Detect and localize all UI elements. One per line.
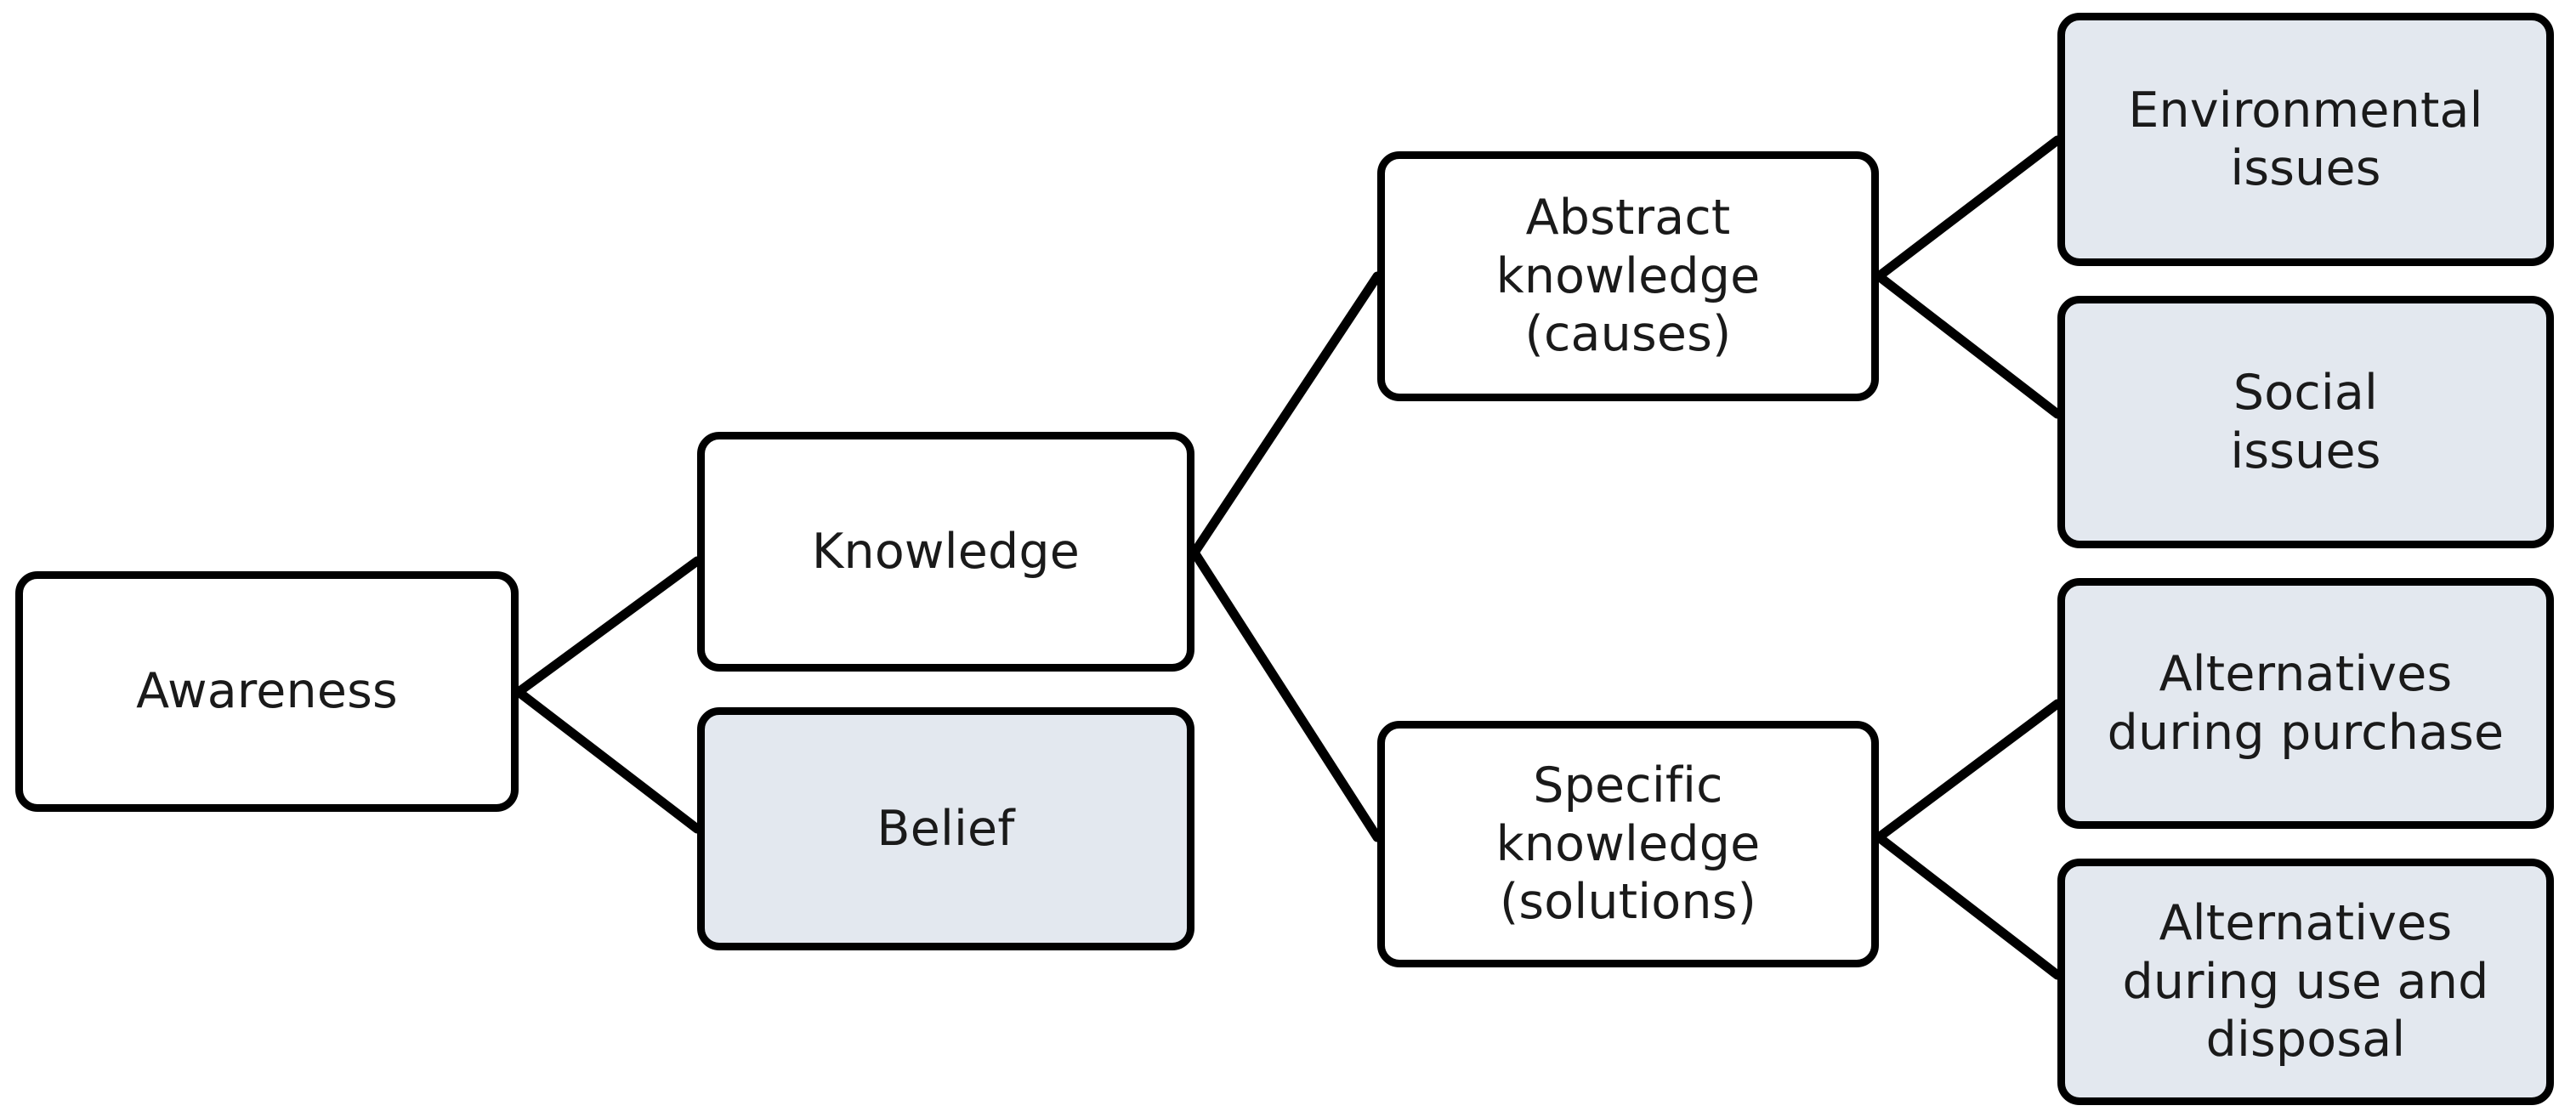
edge-awareness-belief [513,687,702,834]
edge-specific-disposal [1874,832,2063,980]
node-alternatives-disposal-label: Alternatives during use and disposal [2122,895,2489,1069]
node-alternatives-purchase-label: Alternatives during purchase [2107,646,2505,761]
node-abstract-knowledge[interactable]: Abstract knowledge (causes) [1377,151,1879,401]
node-environmental-issues[interactable]: Environmental issues [2057,13,2554,266]
node-awareness[interactable]: Awareness [15,571,519,812]
node-awareness-label: Awareness [136,663,398,720]
node-social-issues[interactable]: Social issues [2057,296,2554,548]
node-knowledge-label: Knowledge [811,523,1081,580]
edge-abstract-environmental [1874,135,2063,281]
edge-specific-purchase [1874,699,2063,842]
node-alternatives-purchase[interactable]: Alternatives during purchase [2057,578,2554,829]
node-environmental-issues-label: Environmental issues [2128,82,2483,196]
edge-awareness-knowledge [513,556,702,697]
node-alternatives-disposal[interactable]: Alternatives during use and disposal [2057,859,2554,1105]
edge-abstract-social [1874,271,2063,419]
node-belief[interactable]: Belief [697,707,1194,950]
node-specific-knowledge-label: Specific knowledge (solutions) [1495,757,1761,931]
node-knowledge[interactable]: Knowledge [697,432,1194,672]
edge-knowledge-abstract [1189,271,1382,558]
edge-knowledge-specific [1189,547,1382,842]
node-specific-knowledge[interactable]: Specific knowledge (solutions) [1377,721,1879,967]
node-belief-label: Belief [877,800,1015,857]
node-social-issues-label: Social issues [2230,365,2381,479]
node-abstract-knowledge-label: Abstract knowledge (causes) [1495,190,1761,363]
